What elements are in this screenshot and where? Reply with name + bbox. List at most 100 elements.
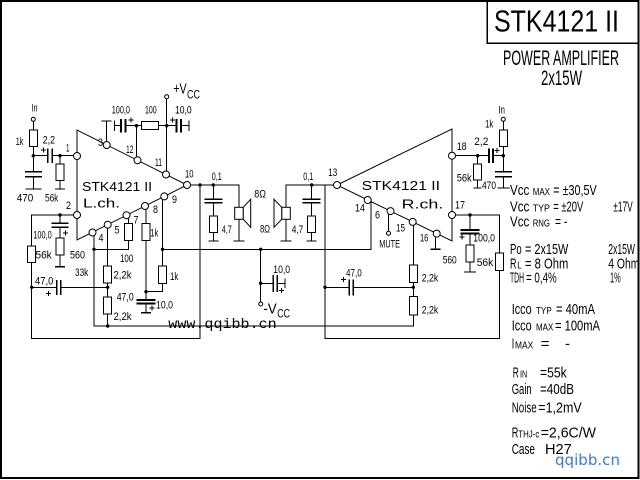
spec-qualifier: RNG (533, 218, 550, 230)
resistor-input-bias-left-value: 56k (45, 193, 59, 205)
spec-value: = 100mA (555, 318, 600, 335)
spec-row-output-power: Po = 2x15W 2x15W (510, 241, 635, 258)
resistor-feedback-right (495, 252, 504, 271)
resistor-zobel-left (208, 215, 218, 234)
resistor-pin9-value: 1k (170, 271, 179, 283)
polarity-plus-icon (170, 117, 175, 123)
pin-9-circle (160, 192, 169, 201)
capacitor-input-shunt-left-value: 470 (17, 193, 34, 205)
ground-symbols (25, 120, 510, 314)
pin-label-18: 18 (457, 141, 467, 153)
speaker-right-icon (273, 198, 291, 229)
capacitor-input-right (488, 148, 494, 163)
spec-value-alt: 1% (610, 270, 621, 287)
spec-qualifier: L (517, 259, 522, 271)
spec-param: Icco (512, 318, 532, 335)
pin-label-17: 17 (455, 199, 465, 211)
capacitor-input-right-value: 2,2 (474, 136, 488, 148)
resistor-input-right (498, 129, 508, 148)
spec-param: Icco (512, 301, 532, 318)
resistor-pin9 (158, 265, 167, 284)
junction-dot (144, 290, 148, 294)
capacitor-nf-right (460, 229, 480, 235)
speaker-right-cone (273, 198, 283, 229)
resistor-feedback-right-value: 56k (477, 257, 494, 269)
speaker-left-cone (242, 198, 252, 229)
capacitors (24, 119, 512, 305)
spec-row-case: Case H27 (512, 441, 572, 458)
spec-value: = ±20V (553, 199, 583, 216)
pin-5-circle (103, 220, 112, 229)
spec-value: =55k (540, 364, 567, 381)
spec-param: Vcc (510, 214, 530, 231)
junction-dot (501, 154, 505, 158)
spec-param: Case (512, 441, 535, 458)
vcc-negative-terminal (258, 301, 264, 307)
polarity-plus-icon (149, 305, 155, 311)
junction-dot (134, 124, 139, 128)
ic-pin-markers (73, 141, 456, 238)
wire-output-left (190, 184, 240, 208)
junction-dot (58, 154, 62, 158)
resistor-zobel-left-value: 4,7 (222, 224, 232, 236)
capacitor-bootstrap-left (55, 279, 62, 295)
junction-dot (106, 285, 110, 289)
capacitor-pin12 (120, 119, 127, 133)
spec-param: R (512, 424, 519, 441)
resistor-feedback-left (27, 245, 37, 264)
spec-param: TDH (510, 270, 524, 287)
spec-row-vcc-range: Vcc RNG = - (510, 214, 567, 231)
resistor-33k-value: 33k (75, 267, 89, 279)
wires (31, 98, 504, 339)
pin-label-8: 8 (153, 204, 158, 216)
junction-dot (310, 183, 314, 187)
pin-label-12: 12 (126, 144, 134, 156)
spec-value: = - (541, 335, 570, 352)
spec-row-quiescent-typ: Icco TYP = 40mA (512, 301, 595, 318)
pin-label-3: 3 (98, 137, 103, 149)
wire-negative-supply-bus (162, 201, 372, 250)
spec-row-current-max: I MAX = - (512, 335, 570, 352)
polarity-plus-icon (45, 291, 51, 296)
capacitor-vcc-positive (175, 119, 182, 133)
input-left-label: In (32, 103, 38, 115)
capacitor-zobel-right (302, 198, 321, 204)
spec-value: =40dB (540, 381, 574, 398)
spec-value: H27 (545, 441, 572, 458)
spec-value: =2,6C/W (541, 424, 597, 441)
spec-value-alt: 2x15W (608, 241, 635, 258)
junction-dot (259, 247, 263, 251)
pin-label-2: 2 (66, 200, 71, 212)
junction-dot (468, 213, 472, 217)
resistor-pin12 (141, 121, 159, 131)
terminals (30, 94, 506, 307)
resistor-nf-left (55, 237, 65, 256)
capacitor-bootstrap-left-value: 47,0 (35, 275, 53, 287)
pin-8-circle (141, 202, 149, 210)
spec-row-noise: Noise =1,2mV (512, 399, 582, 416)
polarity-plus-icon (279, 288, 284, 293)
capacitor-vcc-negative (272, 274, 279, 292)
vcc-positive-label: +V (173, 80, 186, 97)
spec-qualifier: IN (520, 368, 527, 380)
pin-16-circle (432, 229, 441, 238)
junction-dot (92, 247, 96, 251)
pin-label-14: 14 (355, 203, 365, 215)
spec-param: Po (510, 241, 522, 258)
capacitor-zobel-left (204, 198, 223, 204)
pin-label-15: 15 (396, 223, 405, 235)
pin-12-circle (133, 156, 142, 165)
spec-param: R (513, 364, 519, 381)
resistor-pin15-lower (408, 296, 418, 316)
junction-dot (31, 154, 35, 158)
junction-dot (211, 183, 215, 187)
resistor-pin5-lower-value: 2,2k (114, 311, 132, 323)
spec-row-input-resistance: R IN =55k (513, 364, 567, 381)
speaker-left-icon (234, 198, 252, 229)
wire-pin4-bus (93, 235, 414, 327)
resistor-input-left (28, 129, 38, 148)
resistor-input-bias-left (55, 163, 65, 182)
junction-dot (198, 183, 202, 187)
pin-10-circle (183, 181, 191, 189)
